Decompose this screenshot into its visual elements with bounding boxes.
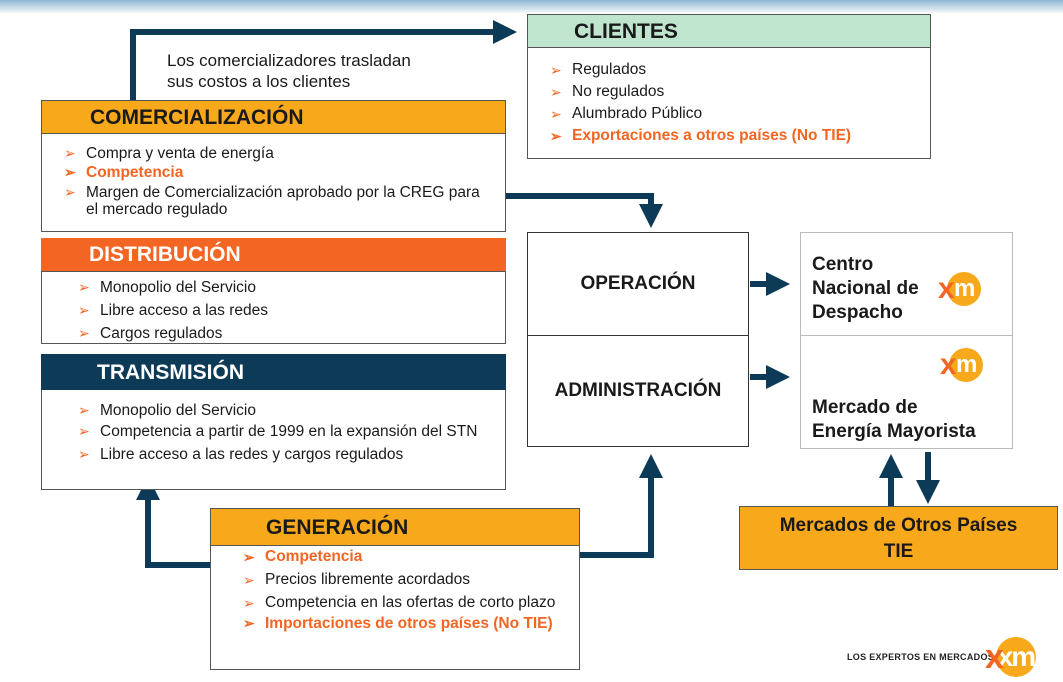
administracion-label: ADMINISTRACIÓN (554, 380, 722, 401)
arrow-bullet-icon: ➢ (550, 62, 562, 78)
cnd-label: Centro Nacional de Despacho (812, 253, 919, 325)
mem-label: Mercado de Energía Mayorista (812, 396, 976, 444)
list-item: ➢Cargos regulados (78, 322, 498, 345)
arrow-bullet-icon: ➢ (243, 615, 255, 631)
arrow-bullet-icon: ➢ (243, 549, 255, 565)
arrow-bullet-icon: ➢ (243, 572, 255, 588)
list-item: ➢Competencia (243, 548, 363, 565)
arrow-bullet-icon: ➢ (550, 106, 562, 122)
list-item: ➢Precios libremente acordados (243, 569, 573, 591)
comercializacion-header: COMERCIALIZACIÓN (41, 100, 506, 134)
arrow-bullet-icon: ➢ (78, 302, 90, 318)
arrow-generacion-to-administracion (580, 454, 663, 558)
comercializacion-title: COMERCIALIZACIÓN (90, 105, 304, 129)
distribucion-header: DISTRIBUCIÓN (41, 238, 506, 272)
arrow-bullet-icon: ➢ (64, 184, 76, 200)
arrow-bullet-icon: ➢ (550, 128, 562, 144)
arrow-bullet-icon: ➢ (78, 446, 90, 462)
clientes-list: ➢Regulados ➢No regulados ➢Alumbrado Públ… (550, 59, 920, 147)
cnd-line2: Nacional de (812, 278, 919, 299)
xm-footer-logo-icon: x xm (985, 637, 1036, 677)
list-item: ➢No regulados (550, 81, 920, 103)
mercados-otros-paises-box: Mercados de Otros Países TIE (739, 506, 1058, 570)
list-item: ➢Margen de Comercialización aprobado por… (64, 184, 480, 218)
costs-note: Los comercializadores trasladan sus cost… (167, 50, 411, 92)
list-item: ➢Competencia en las ofertas de corto pla… (243, 594, 556, 611)
transmision-list: ➢Monopolio del Servicio ➢Competencia a p… (78, 400, 498, 465)
arrow-bullet-icon: ➢ (78, 279, 90, 295)
arrow-comercializacion-to-operacion (505, 193, 663, 228)
list-item: ➢Competencia (64, 164, 184, 181)
arrow-bullet-icon: ➢ (243, 595, 255, 611)
mercados-line2: TIE (883, 541, 914, 562)
list-item: ➢Libre acceso a las redes (78, 299, 498, 322)
generacion-title: GENERACIÓN (266, 515, 409, 539)
mem-line2: Energía Mayorista (812, 421, 976, 442)
list-item: ➢Monopolio del Servicio (78, 276, 498, 299)
arrow-generacion-to-transmision (136, 476, 210, 568)
operacion-label: OPERACIÓN (580, 273, 696, 294)
mercados-line1: Mercados de Otros Países (779, 515, 1018, 536)
administracion-box: ADMINISTRACIÓN (527, 335, 749, 447)
arrow-bullet-icon: ➢ (550, 84, 562, 100)
arrow-bullet-icon: ➢ (64, 145, 76, 161)
list-item: ➢Alumbrado Público (550, 103, 920, 125)
generacion-list: ➢Competencia ➢Precios libremente acordad… (243, 547, 573, 632)
comercializacion-list: ➢Compra y venta de energía ➢Competencia … (64, 144, 494, 218)
clientes-title: CLIENTES (574, 19, 678, 43)
clientes-header: CLIENTES (527, 14, 931, 48)
arrow-bullet-icon: ➢ (78, 325, 90, 341)
costs-note-line1: Los comercializadores trasladan (167, 51, 411, 70)
distribucion-list: ➢Monopolio del Servicio ➢Libre acceso a … (78, 276, 498, 345)
cnd-line3: Despacho (812, 302, 903, 323)
arrow-bullet-icon: ➢ (78, 402, 90, 418)
transmision-title: TRANSMISIÓN (97, 360, 244, 384)
transmision-header: TRANSMISIÓN (41, 354, 506, 390)
list-item: ➢Monopolio del Servicio (78, 402, 256, 419)
list-item: ➢Importaciones de otros países (No TIE) (243, 615, 553, 632)
distribucion-title: DISTRIBUCIÓN (89, 243, 241, 266)
cnd-line1: Centro (812, 254, 874, 275)
mem-line1: Mercado de (812, 397, 918, 418)
arrow-comercializacion-to-clientes (130, 20, 517, 100)
list-item: ➢Exportaciones a otros países (No TIE) (550, 125, 920, 147)
list-item: ➢Compra y venta de energía (64, 145, 274, 162)
list-item: ➢Libre acceso a las redes y cargos regul… (78, 446, 404, 463)
costs-note-line2: sus costos a los clientes (167, 72, 351, 91)
generacion-header: GENERACIÓN (210, 508, 580, 546)
top-band (0, 0, 1063, 14)
operacion-box: OPERACIÓN (527, 232, 749, 336)
list-item: ➢Regulados (550, 59, 920, 81)
list-item: ➢Competencia a partir de 1999 en la expa… (78, 423, 478, 440)
tagline: LOS EXPERTOS EN MERCADOS (847, 652, 995, 662)
arrow-bullet-icon: ➢ (64, 164, 76, 180)
arrow-bullet-icon: ➢ (78, 423, 90, 439)
